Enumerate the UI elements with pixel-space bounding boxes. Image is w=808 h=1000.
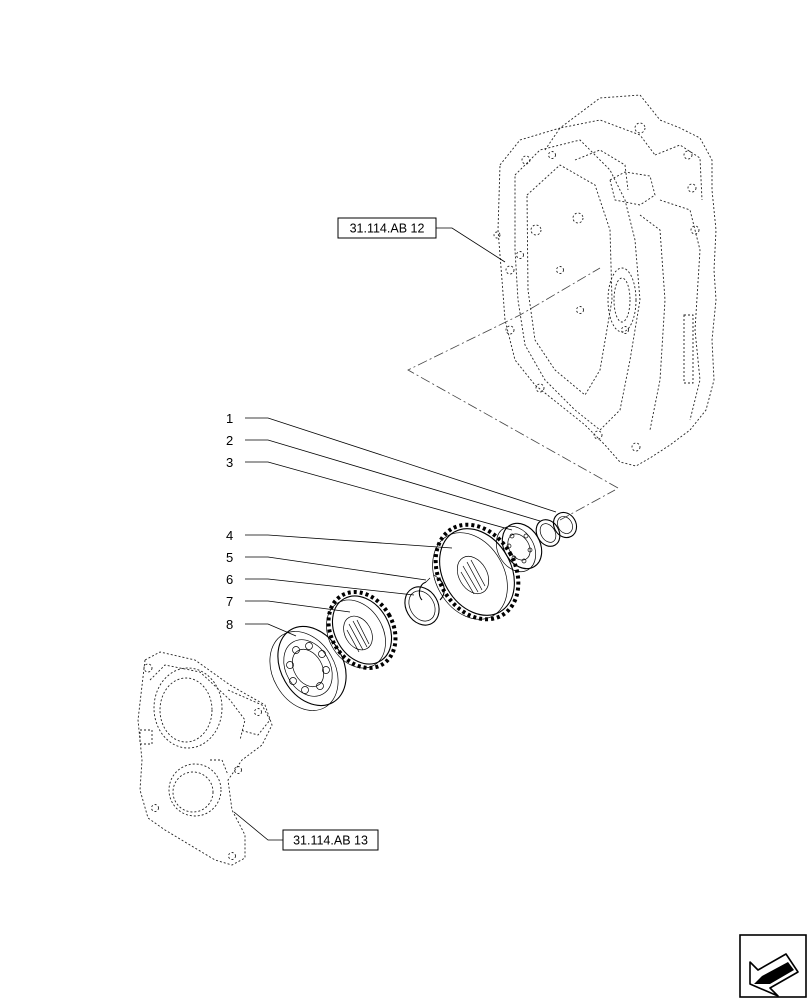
callout-leaders <box>245 417 557 637</box>
next-page-arrow-icon[interactable] <box>739 934 807 998</box>
part-7-gear <box>326 590 398 670</box>
part-3-bearing <box>495 522 543 572</box>
assembly-centerline <box>407 267 619 521</box>
reference-lower-cover[interactable]: 31.114.AB 13 <box>233 811 379 851</box>
callout-4: 4 <box>226 528 233 543</box>
callout-numbers: 1 2 3 4 5 6 7 8 <box>226 411 233 632</box>
reference-upper-housing-label: 31.114.AB 12 <box>350 222 425 236</box>
callout-6: 6 <box>226 572 233 587</box>
callout-3: 3 <box>226 455 233 470</box>
part-2-ring <box>535 519 561 547</box>
part-8-roller-bearing <box>269 625 347 711</box>
callout-5: 5 <box>226 550 233 565</box>
part-6-ring <box>404 586 440 626</box>
part-4-gear <box>432 522 521 622</box>
callout-8: 8 <box>226 617 233 632</box>
gearbox-housing-phantom <box>493 94 717 467</box>
callout-2: 2 <box>226 433 233 448</box>
reference-lower-cover-label: 31.114.AB 13 <box>293 834 368 848</box>
front-cover-phantom <box>137 651 273 866</box>
part-1-snap-ring <box>552 511 578 539</box>
reference-upper-housing[interactable]: 31.114.AB 12 <box>337 217 506 263</box>
callout-1: 1 <box>226 411 233 426</box>
callout-7: 7 <box>226 594 233 609</box>
